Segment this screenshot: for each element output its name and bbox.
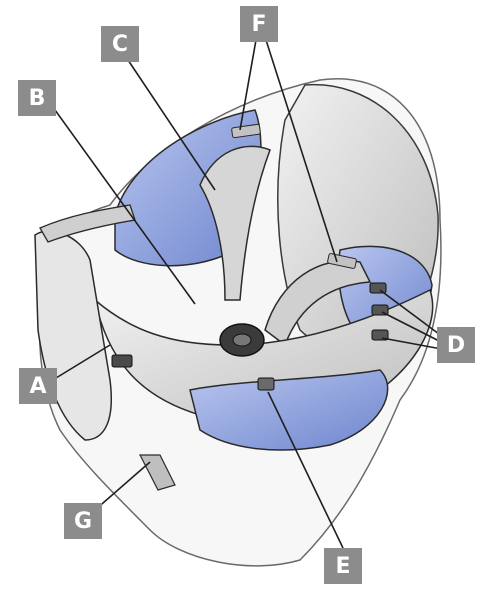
strap-clip-e <box>258 378 274 390</box>
callout-label-f: F <box>240 6 278 42</box>
callout-label-e: E <box>324 548 362 584</box>
ladder-lock-1 <box>370 283 386 293</box>
callout-label-b: B <box>18 80 56 116</box>
side-buckle-a <box>112 355 132 367</box>
callout-label-g: G <box>64 503 102 539</box>
callout-label-c: C <box>101 26 139 62</box>
callout-label-a: A <box>19 368 57 404</box>
callout-label-d: D <box>437 327 475 363</box>
